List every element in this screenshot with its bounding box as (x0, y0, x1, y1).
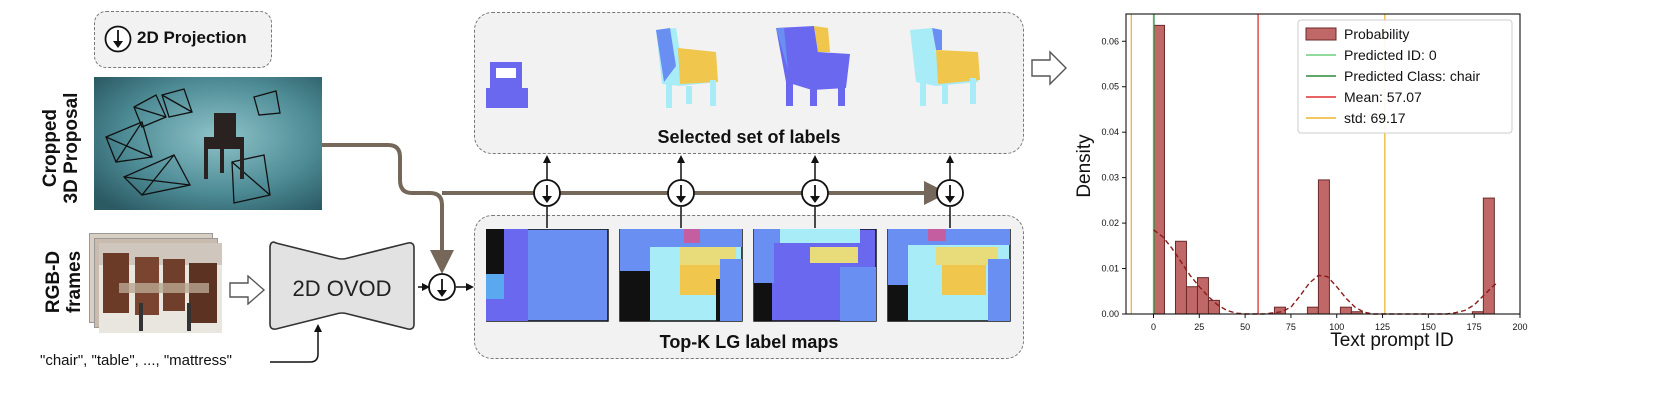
x-tick-label: 75 (1286, 322, 1296, 332)
y-tick-label: 0.00 (1101, 309, 1119, 319)
ovod-module-shape (269, 241, 415, 330)
y-tick-label: 0.02 (1101, 218, 1119, 228)
histogram-bar (1273, 306, 1286, 315)
histogram-bar (1152, 24, 1165, 315)
y-tick-label: 0.01 (1101, 264, 1119, 274)
topk-label-maps (486, 229, 1011, 322)
label-map-4 (887, 229, 1011, 322)
merge-projection-node (428, 273, 456, 301)
histogram-bar (1482, 197, 1495, 315)
legend-box (1297, 19, 1513, 134)
x-tick-label: 50 (1240, 322, 1250, 332)
selected-chair-3 (776, 26, 850, 106)
x-tick-label: 0 (1151, 322, 1156, 332)
cropped-3d-proposal-image (94, 77, 322, 210)
label-map-2 (619, 229, 743, 322)
histogram-bar (1174, 240, 1187, 315)
probability-histogram-chart: 0 25 50 75 100 125 150 175 200 0.00 0.01 0.02 0.03 0.… (1074, 13, 1528, 351)
x-tick-label: 175 (1467, 322, 1482, 332)
y-tick-label: 0.05 (1101, 82, 1119, 92)
selected-to-chart-arrow (1031, 50, 1067, 86)
y-tick-label: 0.03 (1101, 173, 1119, 183)
x-tick-label: 150 (1421, 322, 1436, 332)
legend-entry: Predicted Class: chair (1344, 68, 1481, 84)
legend-entry: Predicted ID: 0 (1344, 47, 1437, 63)
projection-down-icon (104, 25, 132, 53)
chart-ylabel: Density (1074, 134, 1095, 198)
selected-chair-1 (486, 62, 528, 108)
kde-curve (1153, 229, 1499, 315)
selected-label-renders (486, 26, 980, 108)
histogram-bar (1207, 299, 1220, 315)
x-tick-label: 200 (1512, 322, 1527, 332)
chart-xlabel: Text prompt ID (1330, 330, 1454, 351)
label-map-1 (486, 229, 609, 322)
projection-legend-label: 2D Projection (137, 28, 247, 47)
frames-to-ovod-arrow (229, 275, 266, 305)
histogram-bar (1185, 286, 1198, 315)
rgbd-frame-image (99, 243, 222, 333)
topk-label-maps-title: Top-K LG label maps (659, 332, 839, 352)
ovod-label: 2D OVOD (292, 276, 392, 301)
legend-entry: std: 69.17 (1344, 110, 1406, 126)
selected-chair-2 (656, 28, 718, 108)
label-map-3 (753, 229, 877, 322)
legend-swatch-probability (1305, 27, 1337, 41)
flow-arrows-layer (270, 50, 1067, 363)
histogram-bar (1317, 179, 1330, 315)
y-tick-label: 0.06 (1101, 36, 1119, 46)
proposal-to-merge-flow (322, 143, 454, 274)
x-tick-label: 100 (1329, 322, 1344, 332)
x-tick-label: 25 (1194, 322, 1204, 332)
projection-nodes (533, 155, 964, 228)
selected-labels-title: Selected set of labels (657, 127, 841, 147)
rgbd-frames-stack (89, 233, 229, 338)
plot-frame (1125, 13, 1521, 315)
y-tick-label: 0.04 (1101, 127, 1119, 137)
x-tick-label: 125 (1375, 322, 1390, 332)
text-prompts: "chair", "table", ..., "mattress" (40, 352, 233, 369)
projection-legend-box: 2D Projection (94, 11, 272, 68)
histogram-bar (1196, 277, 1209, 315)
legend-entry: Probability (1344, 26, 1409, 42)
legend-entry: Mean: 57.07 (1344, 89, 1422, 105)
histogram-bar (1306, 306, 1319, 315)
histogram-bar (1339, 306, 1352, 315)
selected-chair-4 (910, 28, 980, 106)
